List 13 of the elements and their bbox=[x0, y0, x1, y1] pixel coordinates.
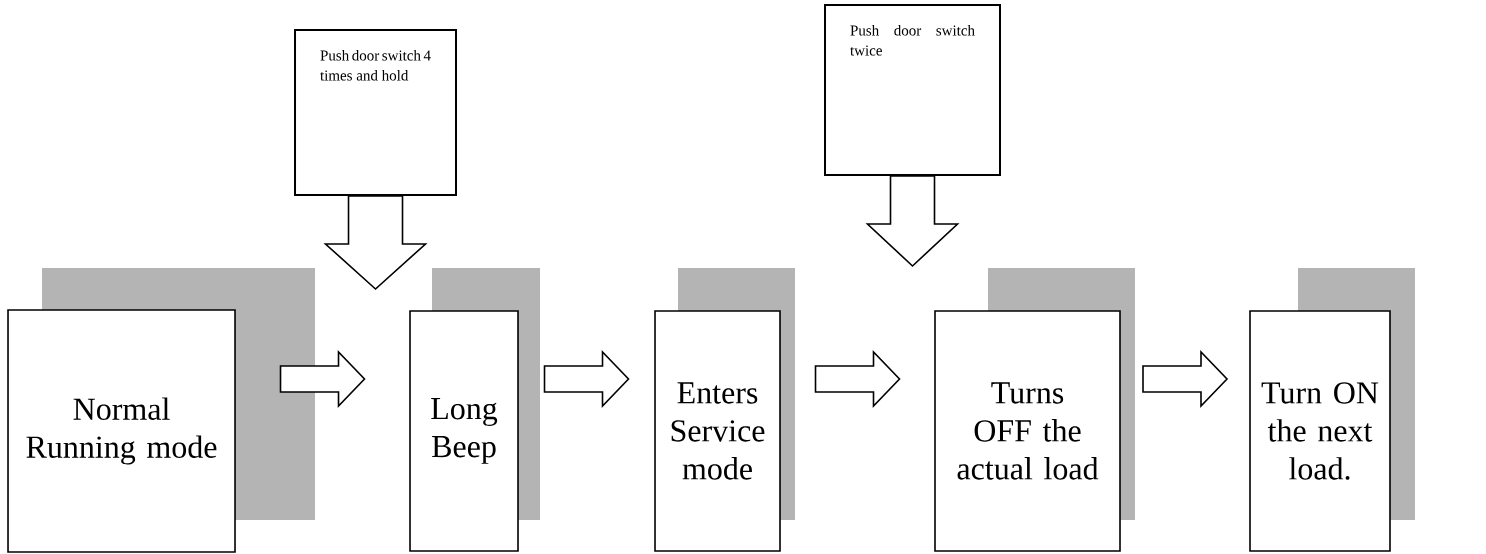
block-arrow bbox=[279, 350, 366, 408]
block-arrow bbox=[814, 350, 901, 408]
block-arrow bbox=[865, 175, 960, 268]
callout-box: Push door switch twice bbox=[824, 4, 1001, 176]
block-arrow bbox=[543, 350, 630, 408]
process-box: Turn ON the next load. bbox=[1249, 310, 1391, 552]
callout-box: Push door switch 4 times and hold bbox=[294, 29, 457, 196]
process-box: Normal Running mode bbox=[7, 309, 236, 553]
process-box: Turns OFF the actual load bbox=[934, 310, 1121, 552]
process-box: Enters Service mode bbox=[654, 310, 781, 552]
process-box: Long Beep bbox=[409, 310, 519, 552]
block-arrow bbox=[323, 195, 428, 291]
block-arrow bbox=[1142, 350, 1229, 408]
